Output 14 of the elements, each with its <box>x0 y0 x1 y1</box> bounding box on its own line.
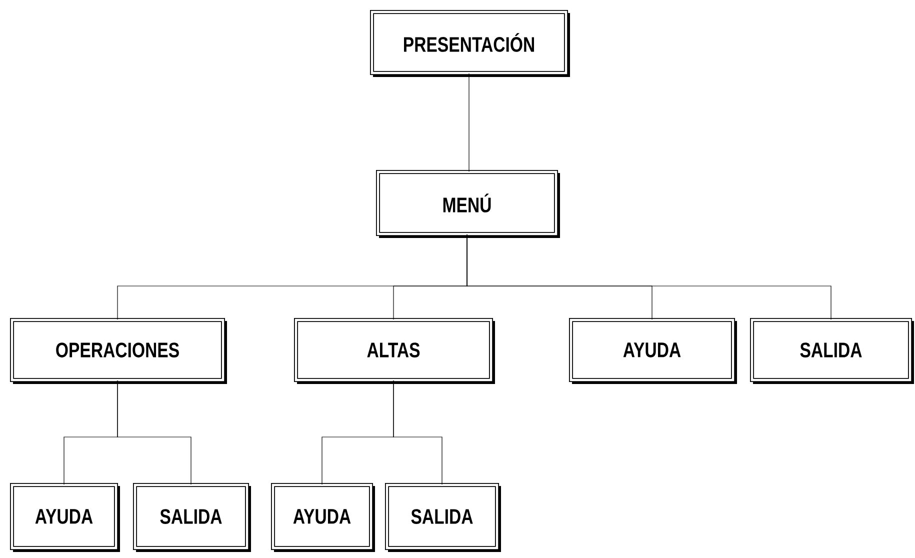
process-box: AYUDA <box>569 318 737 384</box>
process-box: MENÚ <box>376 170 560 238</box>
process-box: PRESENTACIÓN <box>370 10 570 77</box>
process-box: SALIDA <box>750 318 914 384</box>
process-box: SALIDA <box>133 483 251 552</box>
connector-line <box>117 380 192 485</box>
connector-line <box>393 380 442 485</box>
process-box: OPERACIONES <box>10 318 227 384</box>
process-box: ALTAS <box>294 318 495 384</box>
connector-line <box>468 73 470 172</box>
connector-line <box>466 234 832 320</box>
process-box: SALIDA <box>385 483 501 552</box>
process-box: AYUDA <box>10 483 120 552</box>
process-box: AYUDA <box>271 483 375 552</box>
